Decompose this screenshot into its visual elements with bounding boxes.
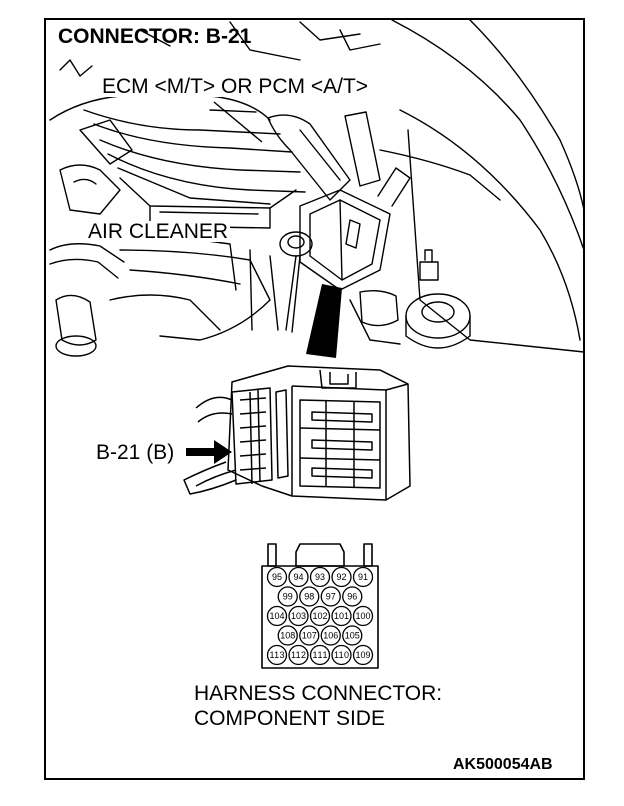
pin-number: 98 <box>304 592 314 602</box>
pin-100: 100 <box>352 605 374 627</box>
harness-connector-label: HARNESS CONNECTOR: <box>194 682 443 705</box>
pin-circle <box>277 586 298 607</box>
pin-93: 93 <box>309 566 331 588</box>
pin-95: 95 <box>266 566 288 588</box>
pin-circle <box>288 566 309 588</box>
pin-111: 111 <box>309 644 331 666</box>
pin-number: 102 <box>313 611 328 621</box>
pin-number: 101 <box>334 611 349 621</box>
pin-number: 96 <box>347 592 357 602</box>
pin-number: 94 <box>293 572 303 582</box>
pin-108: 108 <box>277 625 298 646</box>
pin-number: 95 <box>272 572 282 582</box>
pin-number: 110 <box>334 650 349 660</box>
pin-circle <box>277 625 298 646</box>
pin-number: 91 <box>358 572 368 582</box>
pin-circle <box>320 586 341 607</box>
pin-103: 103 <box>288 605 309 627</box>
pin-92: 92 <box>331 566 352 588</box>
pin-circle <box>331 605 352 627</box>
pin-106: 106 <box>320 625 341 646</box>
pin-104: 104 <box>266 605 288 627</box>
pin-number: 112 <box>291 650 306 660</box>
pin-circle <box>288 644 309 666</box>
pin-number: 92 <box>336 572 346 582</box>
pin-112: 112 <box>288 644 309 666</box>
pin-circle <box>309 566 331 588</box>
pin-circle <box>320 625 341 646</box>
air-cleaner-label: AIR CLEANER <box>86 220 231 243</box>
pin-circle <box>309 605 331 627</box>
pin-number: 111 <box>313 650 328 660</box>
pin-circle <box>342 586 363 607</box>
pin-94: 94 <box>288 566 309 588</box>
pin-91: 91 <box>352 566 374 588</box>
pin-109: 109 <box>352 644 374 666</box>
pin-number: 99 <box>283 592 293 602</box>
pin-105: 105 <box>342 625 363 646</box>
pin-number: 105 <box>345 631 360 641</box>
pin-circle <box>299 586 320 607</box>
pin-circle <box>299 625 320 646</box>
pin-number: 100 <box>356 611 371 621</box>
pin-circle <box>352 566 374 588</box>
pin-circle <box>266 566 288 588</box>
pin-circle <box>309 644 331 666</box>
pin-113: 113 <box>266 644 288 666</box>
component-side-label: COMPONENT SIDE <box>194 707 385 730</box>
pin-number: 106 <box>323 631 338 641</box>
connector-title: CONNECTOR: B-21 <box>58 25 252 48</box>
pin-96: 96 <box>342 586 363 607</box>
harness-pin-grid: 95 94 93 92 91 99 98 97 96 104 103 102 101 100 108 107 1… <box>266 566 374 666</box>
pin-circle <box>266 644 288 666</box>
pin-98: 98 <box>299 586 320 607</box>
pin-number: 107 <box>302 631 317 641</box>
pin-circle <box>288 605 309 627</box>
pin-number: 103 <box>291 611 306 621</box>
figure-code: AK500054AB <box>453 756 553 773</box>
pin-circle <box>352 605 374 627</box>
pin-97: 97 <box>320 586 341 607</box>
pin-107: 107 <box>299 625 320 646</box>
pin-101: 101 <box>331 605 352 627</box>
connector-b21-label: B-21 (B) <box>96 441 175 464</box>
pin-circle <box>342 625 363 646</box>
pin-number: 93 <box>315 572 325 582</box>
pin-circle <box>331 566 352 588</box>
pin-number: 97 <box>326 592 336 602</box>
pin-102: 102 <box>309 605 331 627</box>
pin-99: 99 <box>277 586 298 607</box>
pin-110: 110 <box>331 644 352 666</box>
pin-number: 113 <box>270 650 285 660</box>
pin-circle <box>352 644 374 666</box>
pin-circle <box>331 644 352 666</box>
pin-number: 109 <box>356 650 371 660</box>
pin-number: 108 <box>280 631 295 641</box>
ecm-pcm-label: ECM <M/T> OR PCM <A/T> <box>100 75 371 98</box>
pin-circle <box>266 605 288 627</box>
pin-number: 104 <box>270 611 285 621</box>
